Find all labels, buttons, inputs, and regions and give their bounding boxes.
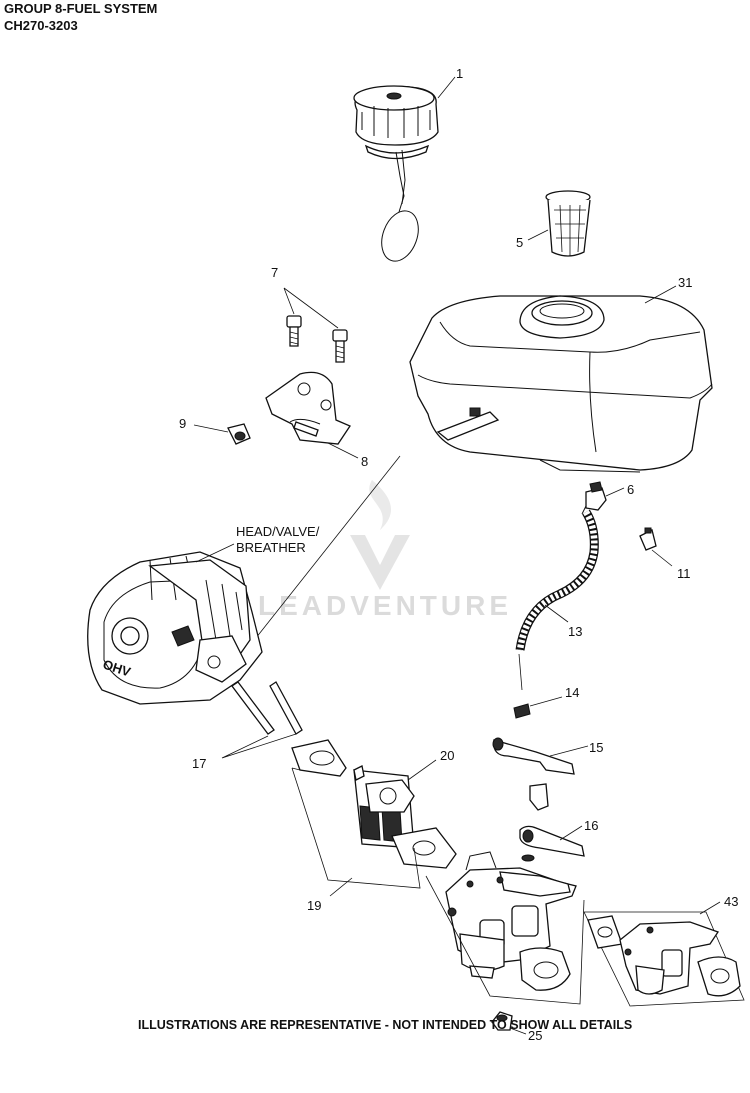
assembly-line: [247, 455, 401, 649]
leader-9: [193, 424, 229, 433]
head-label-line1: HEAD/VALVE/: [236, 524, 320, 539]
callout-6: 6: [627, 482, 634, 497]
callout-11: 11: [677, 566, 691, 581]
part-clip: [639, 527, 657, 551]
watermark: LEADVENTURE: [258, 480, 512, 621]
callout-15: 15: [589, 740, 603, 755]
leader-25: [509, 1027, 527, 1035]
leader-1: [437, 76, 456, 99]
callout-16: 16: [584, 818, 598, 833]
carb-group-outline: [425, 875, 585, 1005]
group-title: GROUP 8-FUEL SYSTEM: [4, 1, 158, 16]
part-fuel-valve: [581, 481, 607, 515]
callout-5: 5: [516, 235, 523, 250]
callout-1: 1: [456, 66, 463, 81]
leader-11: [651, 549, 673, 567]
callout-31: 31: [678, 275, 692, 290]
leader-head: [195, 543, 235, 563]
leader-5: [527, 229, 549, 241]
callout-43: 43: [724, 894, 738, 909]
part-carburetor-kit: [583, 911, 745, 1007]
part-fuel-tank: [409, 295, 713, 473]
callout-13: 13: [568, 624, 582, 639]
watermark-flame-icon: [369, 480, 392, 530]
leader-13: [544, 604, 569, 623]
leader-17: [221, 733, 297, 759]
leader-14: [529, 696, 563, 707]
part-bracket: [265, 371, 351, 445]
leader-16: [559, 825, 583, 841]
leader-7: [283, 287, 339, 329]
model-code: CH270-3203: [4, 18, 78, 33]
part-throttle-arm: [519, 825, 585, 862]
part-studs: [231, 681, 303, 735]
part-carburetor: [445, 851, 577, 991]
head-label-line2: BREATHER: [236, 540, 306, 555]
callout-9: 9: [179, 416, 186, 431]
part-flange-bolt: [227, 423, 251, 445]
part-screws: [286, 315, 348, 363]
callout-8: 8: [361, 454, 368, 469]
part-fuel-line: [515, 509, 599, 691]
leader-8: [327, 442, 359, 459]
callout-14: 14: [565, 685, 579, 700]
footer-disclaimer: ILLUSTRATIONS ARE REPRESENTATIVE - NOT I…: [138, 1018, 633, 1032]
watermark-text: LEADVENTURE: [258, 590, 512, 621]
part-fuel-strainer: [545, 190, 591, 257]
part-lever: [492, 737, 575, 811]
leader-15: [549, 745, 589, 757]
callout-19: 19: [307, 898, 321, 913]
part-fuel-cap: [353, 85, 439, 262]
part-hose-clamp: [513, 703, 531, 719]
leader-31: [644, 285, 677, 304]
leader-43: [699, 901, 721, 915]
callout-20: 20: [440, 748, 454, 763]
leader-19: [329, 877, 353, 897]
callout-25: 25: [528, 1028, 542, 1043]
leader-20: [407, 759, 437, 781]
callout-7: 7: [271, 265, 278, 280]
part-drain-bolt: [491, 1011, 513, 1031]
watermark-logo-icon: [350, 535, 410, 590]
part-cylinder-head: OHV: [87, 551, 263, 705]
part-gasket-set: [291, 739, 457, 889]
callout-17: 17: [192, 756, 206, 771]
leader-6: [605, 487, 625, 497]
